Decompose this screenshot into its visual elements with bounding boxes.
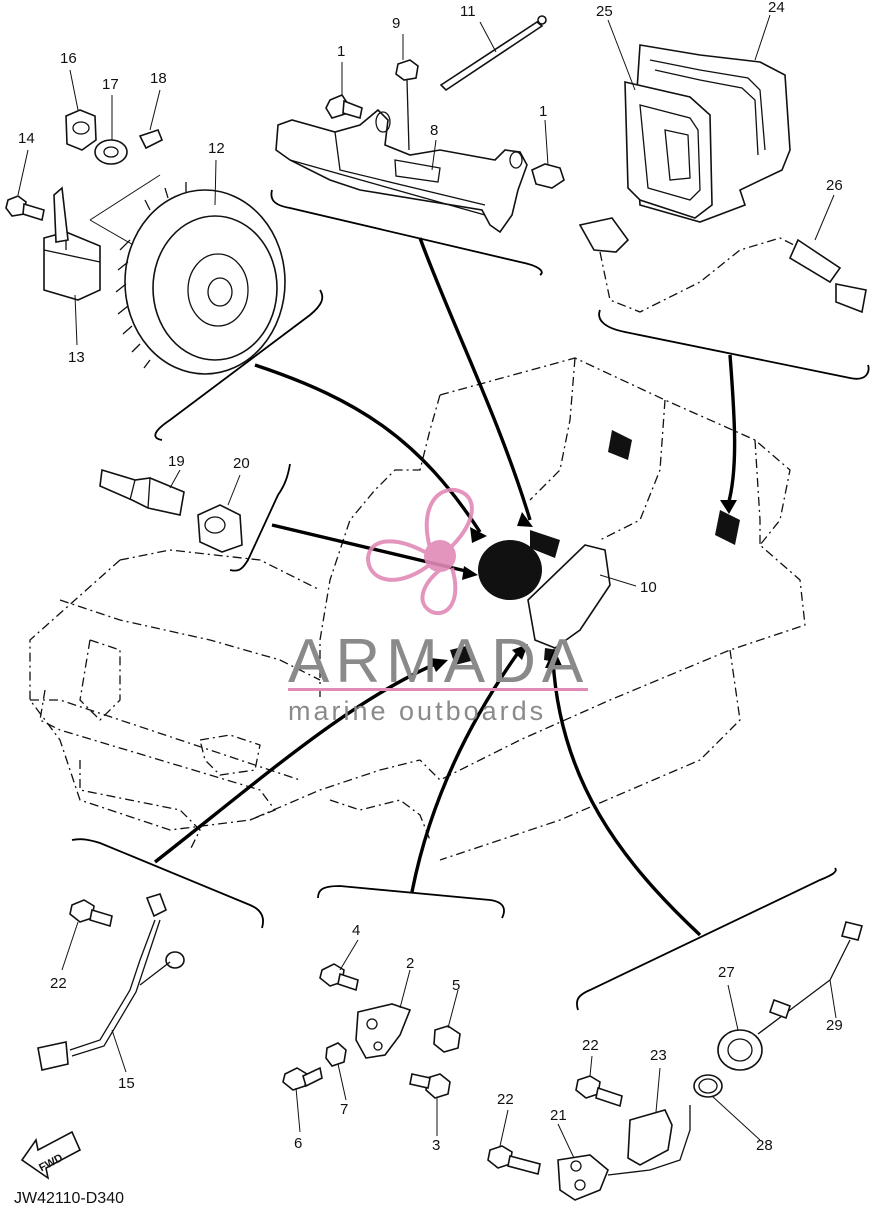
callout-28: 28 [756,1137,773,1154]
diagram-code: JW42110-D340 [14,1190,124,1207]
watermark: ARMADA marine outboards [288,487,589,726]
mount-bracket-group [282,963,461,1099]
vehicle-outline [29,357,806,861]
callout-14: 14 [18,130,35,147]
callout-24: 24 [768,0,785,16]
callout-21: 21 [550,1107,567,1124]
callout-17: 17 [102,76,119,93]
watermark-brand: ARMADA [288,627,589,696]
callout-26: 26 [826,177,843,194]
callout-7: 7 [340,1101,348,1118]
callout-25: 25 [596,3,613,20]
callout-16: 16 [60,50,77,67]
callout-3: 3 [432,1137,440,1154]
callout-18: 18 [150,70,167,87]
callout-13: 13 [68,349,85,366]
leader-arrows [153,237,737,937]
callout-12: 12 [208,140,225,157]
callout-labels: 1 1 9 11 8 25 24 26 16 17 18 14 12 13 19… [18,0,843,1154]
callout-19: 19 [168,453,185,470]
group-brackets [71,189,870,1011]
callout-22c: 22 [497,1091,514,1108]
callout-22b: 22 [582,1037,599,1054]
callout-23: 23 [650,1047,667,1064]
fwd-indicator: FWD [20,1130,82,1180]
callout-27: 27 [718,964,735,981]
ecu-assembly [578,44,867,314]
callout-29: 29 [826,1017,843,1034]
callout-9: 9 [392,15,400,32]
stator-cover [450,430,740,665]
callout-1a: 1 [337,43,345,60]
callout-22a: 22 [50,975,67,992]
callout-6: 6 [294,1135,302,1152]
callout-4: 4 [352,922,360,939]
bracket-assembly [275,15,565,234]
callout-15: 15 [118,1075,135,1092]
callout-11: 11 [460,3,476,20]
speed-sensor-group [487,921,863,1201]
callout-8: 8 [430,122,438,139]
sensor-plug-group [99,468,243,553]
wire-lead-group [37,893,185,1071]
watermark-divider [288,688,588,691]
magneto-group [5,109,286,375]
callout-leaders [17,14,837,1159]
callout-20: 20 [233,455,250,472]
propeller-logo [365,487,474,616]
watermark-tagline: marine outboards [288,696,546,726]
callout-5: 5 [452,977,460,994]
callout-10: 10 [640,579,657,596]
callout-1b: 1 [539,103,547,120]
callout-2: 2 [406,955,414,972]
